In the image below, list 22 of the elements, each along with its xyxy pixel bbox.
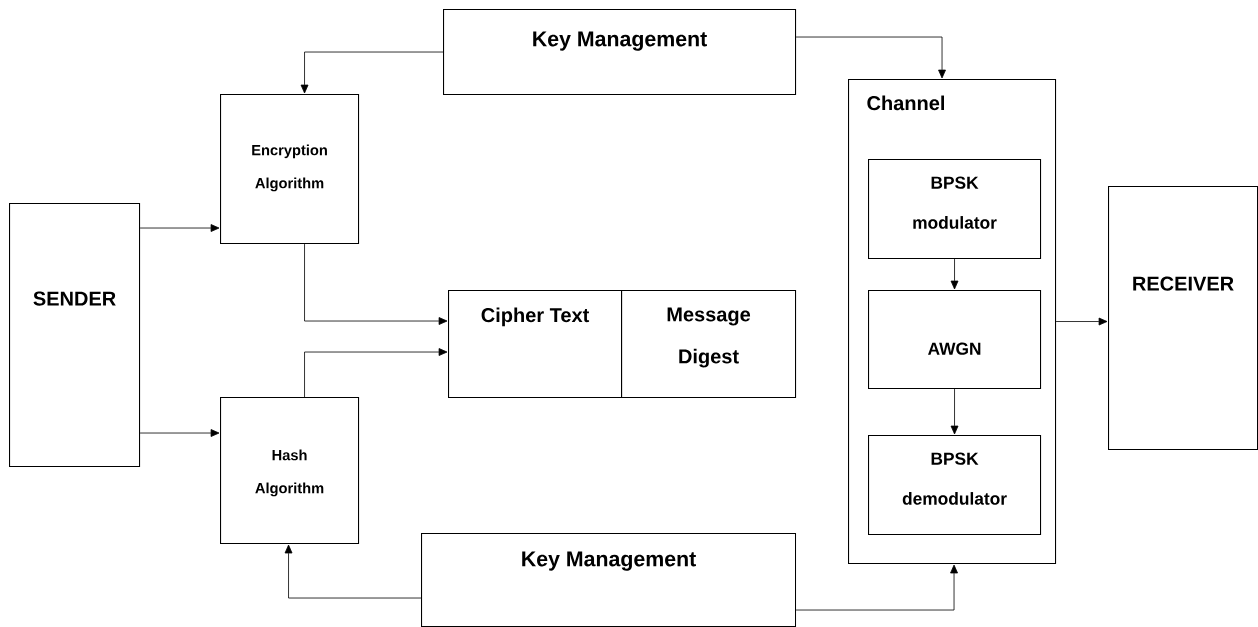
arrow (304, 348, 448, 398)
arrow (795, 564, 958, 611)
key-management-box: Key Management (443, 9, 797, 96)
arrow (1055, 317, 1108, 326)
sender-box: SENDER (9, 203, 141, 468)
arrow (950, 388, 959, 435)
process-box: AWGN (868, 290, 1042, 390)
arrow (300, 51, 444, 94)
cipher-text-box: Cipher Text (448, 290, 623, 399)
arrow (139, 224, 220, 232)
arrow (950, 258, 959, 290)
process-box: Hash Algorithm (220, 397, 360, 545)
arrow (304, 243, 448, 325)
receiver-box: RECEIVER (1108, 186, 1258, 451)
process-box: BPSK modulator (868, 159, 1042, 260)
message-digest-box: Message Digest (621, 290, 797, 399)
arrow (139, 429, 220, 437)
arrow (795, 36, 946, 79)
key-management-box: Key Management (421, 533, 797, 627)
process-box: Encryption Algorithm (220, 94, 360, 245)
arrow (284, 544, 422, 599)
process-box: BPSK demodulator (868, 435, 1042, 536)
